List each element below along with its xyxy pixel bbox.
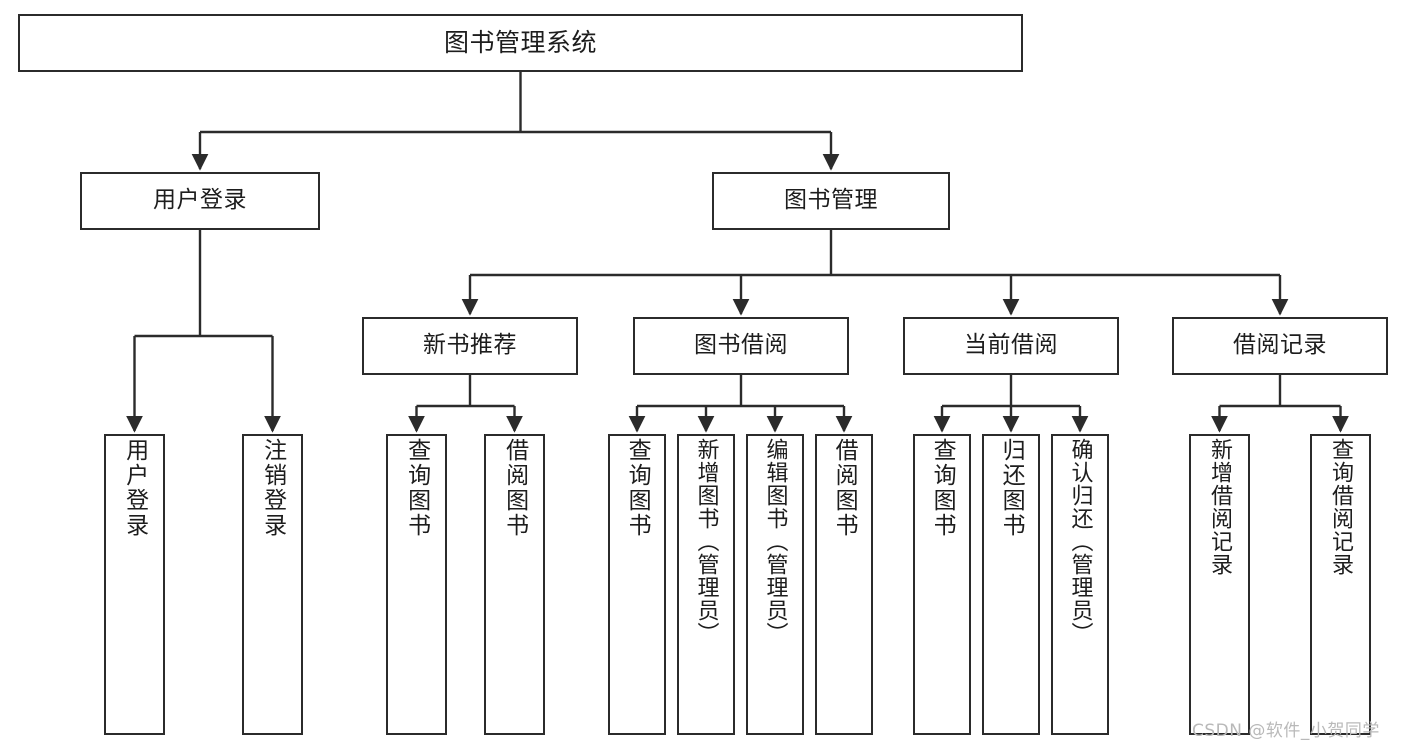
node-borrow-record[interactable]: 借阅记录 <box>1172 317 1388 375</box>
edge-paths <box>126 72 1349 433</box>
node-leaf-bb-query-book[interactable]: 查询图书 <box>608 434 666 735</box>
node-label-borrow-record: 借阅记录 <box>1233 332 1327 359</box>
node-label-leaf-bb-query-book: 查询图书 <box>624 438 651 538</box>
node-current-borrow[interactable]: 当前借阅 <box>903 317 1119 375</box>
node-leaf-user-logout[interactable]: 注销登录 <box>242 434 303 735</box>
node-label-user-login: 用户登录 <box>153 187 247 214</box>
node-leaf-user-login[interactable]: 用户登录 <box>104 434 165 735</box>
node-leaf-rec-query-book[interactable]: 查询图书 <box>386 434 447 735</box>
node-new-book-rec[interactable]: 新书推荐 <box>362 317 578 375</box>
node-label-leaf-bb-edit-book: 编辑图书（管理员） <box>762 438 788 645</box>
node-leaf-cb-confirm[interactable]: 确认归还（管理员） <box>1051 434 1109 735</box>
node-root[interactable]: 图书管理系统 <box>18 14 1023 72</box>
node-leaf-bb-edit-book[interactable]: 编辑图书（管理员） <box>746 434 804 735</box>
node-leaf-bb-add-book[interactable]: 新增图书（管理员） <box>677 434 735 735</box>
node-leaf-cb-return-book[interactable]: 归还图书 <box>982 434 1040 735</box>
node-label-book-borrow: 图书借阅 <box>694 332 788 359</box>
node-leaf-bb-borrow-book[interactable]: 借阅图书 <box>815 434 873 735</box>
node-label-leaf-user-logout: 注销登录 <box>259 438 286 538</box>
node-leaf-rec-borrow-book[interactable]: 借阅图书 <box>484 434 545 735</box>
node-book-manage[interactable]: 图书管理 <box>712 172 950 230</box>
node-label-leaf-cb-return-book: 归还图书 <box>998 438 1025 538</box>
node-label-leaf-br-add-record: 新增借阅记录 <box>1207 438 1233 576</box>
node-label-leaf-user-login: 用户登录 <box>121 438 148 538</box>
node-leaf-br-query-record[interactable]: 查询借阅记录 <box>1310 434 1371 735</box>
node-leaf-br-add-record[interactable]: 新增借阅记录 <box>1189 434 1250 735</box>
node-label-book-manage: 图书管理 <box>784 187 878 214</box>
node-leaf-cb-query-book[interactable]: 查询图书 <box>913 434 971 735</box>
node-label-root: 图书管理系统 <box>443 28 597 58</box>
node-label-leaf-bb-add-book: 新增图书（管理员） <box>693 438 719 645</box>
node-label-leaf-rec-borrow-book: 借阅图书 <box>501 438 528 538</box>
node-label-leaf-cb-confirm: 确认归还（管理员） <box>1067 438 1093 645</box>
node-book-borrow[interactable]: 图书借阅 <box>633 317 849 375</box>
node-label-leaf-rec-query-book: 查询图书 <box>403 438 430 538</box>
node-label-leaf-bb-borrow-book: 借阅图书 <box>831 438 858 538</box>
node-label-leaf-br-query-record: 查询借阅记录 <box>1328 438 1354 576</box>
node-user-login[interactable]: 用户登录 <box>80 172 320 230</box>
node-label-new-book-rec: 新书推荐 <box>423 332 517 359</box>
node-label-leaf-cb-query-book: 查询图书 <box>929 438 956 538</box>
node-label-current-borrow: 当前借阅 <box>964 332 1058 359</box>
